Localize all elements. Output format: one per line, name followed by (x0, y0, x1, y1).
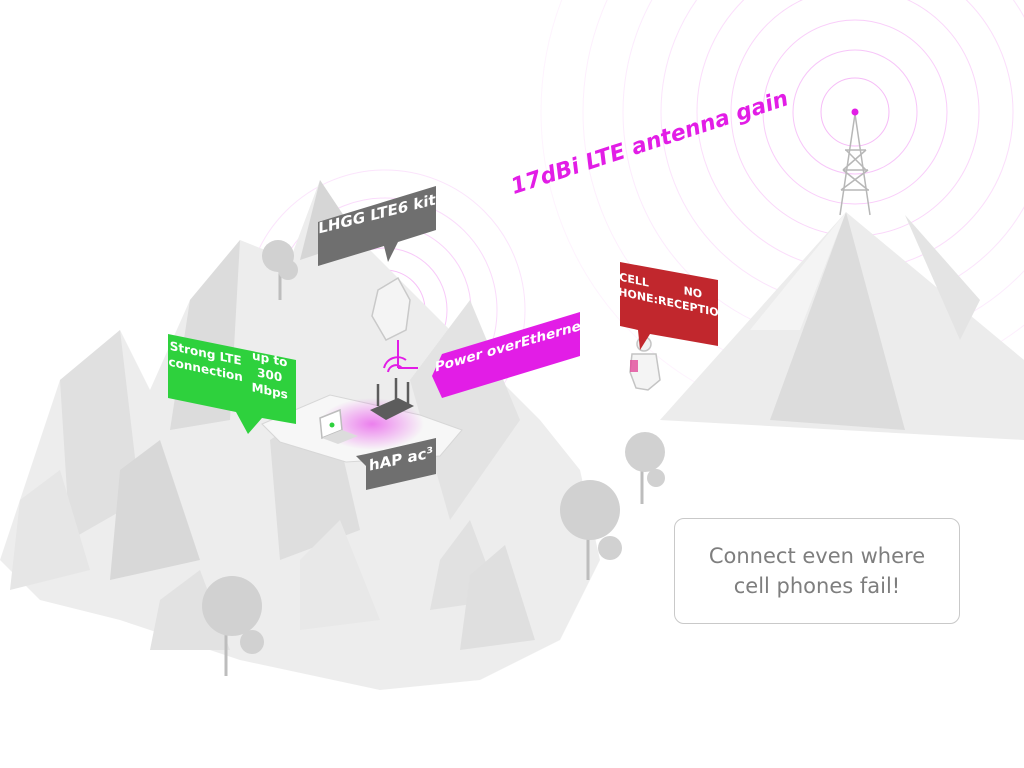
lte-line-1: Strong LTE connection (168, 337, 243, 385)
lte-line-2: up to 300 Mbps (243, 345, 296, 404)
tagline-box: Connect even where cell phones fail! (674, 518, 960, 624)
person-icon (630, 337, 660, 390)
cell-line-2: NO RECEPTION (658, 278, 728, 323)
tree-2 (625, 432, 665, 504)
tower-icon (840, 109, 870, 216)
tagline-line-1: Connect even where (709, 541, 925, 571)
tagline-line-2: cell phones fail! (709, 571, 925, 601)
